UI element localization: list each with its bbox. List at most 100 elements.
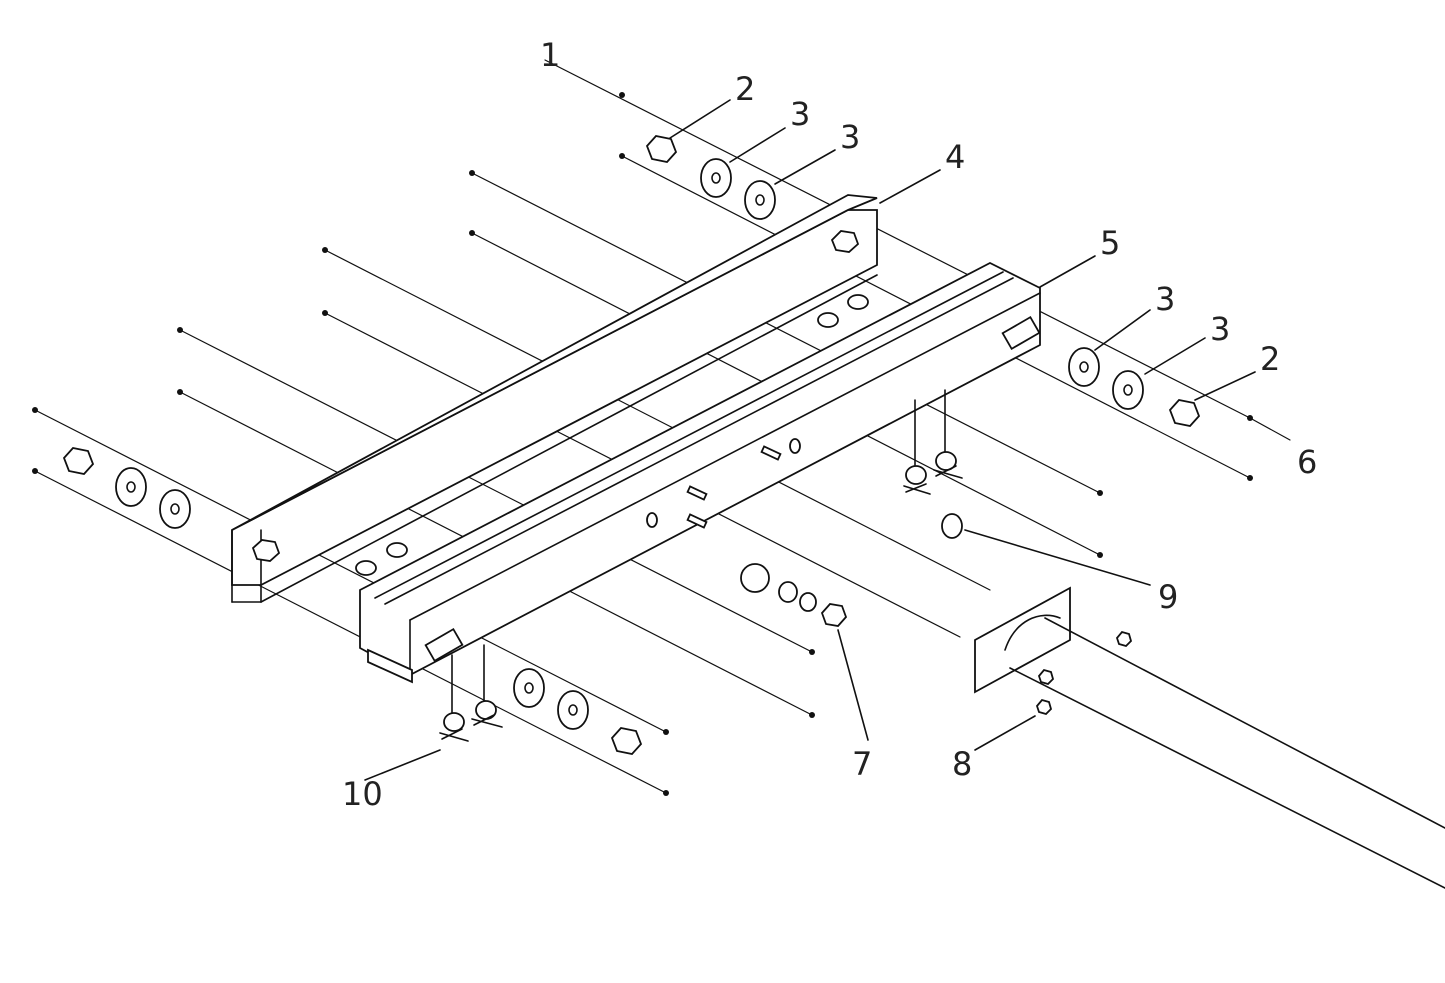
- callout-3: 3: [1155, 280, 1175, 318]
- hardware-upper-stack: [645, 135, 776, 220]
- bolt-end-dot: [32, 468, 38, 474]
- assembly-centerlines: [34, 59, 1291, 794]
- small-pin: [686, 513, 708, 529]
- tube-lower-edge: [1009, 667, 1445, 889]
- small-cap: [789, 438, 801, 454]
- bolt-end-dot: [619, 153, 625, 159]
- leader-10: [364, 749, 441, 781]
- bolt-end-dot: [1097, 490, 1103, 496]
- bolt-end-dot: [663, 729, 669, 735]
- stud-left-body: [424, 627, 464, 663]
- washer-hole: [755, 194, 765, 206]
- plate-top-edge: [231, 194, 878, 531]
- bushing: [740, 563, 770, 593]
- tube-assembly: [974, 586, 1445, 889]
- washer-3: [1112, 370, 1144, 410]
- small-pin: [760, 445, 782, 461]
- tube-flange: [974, 586, 1071, 694]
- bolt-end-dot: [177, 389, 183, 395]
- callout-7: 7: [852, 745, 872, 783]
- plate-hex-nut-left: [251, 539, 281, 562]
- wing-clamp-ears: [439, 728, 469, 742]
- channel-rim-1: [374, 271, 1004, 599]
- bolt-end-dot: [469, 230, 475, 236]
- lock-nut: [817, 312, 839, 328]
- hardware-lower-stack: [513, 668, 643, 755]
- washer-hole: [126, 481, 136, 493]
- callout-5: 5: [1100, 224, 1120, 262]
- bushing-ring: [778, 581, 798, 603]
- washer: [115, 467, 147, 507]
- mounting-plate: [231, 194, 878, 603]
- washer-hole: [524, 682, 534, 694]
- channel-rim-3: [409, 292, 1041, 621]
- wing-clamp: [905, 465, 927, 485]
- bolt-end-dot: [1247, 475, 1253, 481]
- washer-3: [744, 180, 776, 220]
- plate-hex-nut-right: [830, 230, 860, 253]
- stud-right: [1001, 315, 1041, 351]
- washer-hole: [170, 503, 180, 515]
- wing-clamp: [443, 712, 465, 732]
- callout-10: 10: [342, 775, 383, 813]
- bolt-end-dot: [322, 310, 328, 316]
- leader-2b: [1194, 371, 1256, 401]
- lock-nut: [847, 294, 869, 310]
- small-pin: [686, 485, 708, 501]
- lock-nut: [355, 560, 377, 576]
- flange-nut-8: [1037, 668, 1055, 686]
- washer: [513, 668, 545, 708]
- centerline-9: [34, 409, 667, 733]
- callout-8: 8: [952, 745, 972, 783]
- small-cap: [646, 512, 658, 528]
- leader-7: [837, 629, 869, 741]
- wing-clamp: [935, 451, 957, 471]
- callout-labels: 1 2 3 3 4 5 3 3 2 6 9 7 8 10: [342, 36, 1317, 813]
- callout-1: 1: [540, 36, 560, 74]
- bolt-end-dot: [1247, 415, 1253, 421]
- bolt-end-dot: [809, 712, 815, 718]
- tube-upper-edge: [1044, 617, 1445, 829]
- hardware-right-stack: [1068, 347, 1201, 427]
- callout-6: 6: [1297, 443, 1317, 481]
- hardware-left-stack: [62, 447, 191, 529]
- centerline-10: [34, 470, 667, 794]
- bolt-end-dot: [619, 92, 625, 98]
- leader-2a: [669, 99, 731, 139]
- washer: [557, 690, 589, 730]
- callout-2: 2: [1260, 340, 1280, 378]
- leader-5: [1039, 255, 1096, 288]
- bolt-end-dots: [32, 92, 1253, 796]
- lock-nut: [386, 542, 408, 558]
- wing-clamps: [439, 389, 963, 742]
- callout-3: 3: [1210, 310, 1230, 348]
- leader-lines: [364, 99, 1256, 781]
- centerline-3: [471, 172, 1101, 494]
- hex-nut-2: [1168, 399, 1201, 427]
- tube-opening-arc: [1004, 614, 1061, 651]
- leader-3a: [729, 127, 786, 163]
- bolt-end-dot: [469, 170, 475, 176]
- washer-3: [1068, 347, 1100, 387]
- centerline-top-1-tail: [1249, 417, 1291, 441]
- bolt-end-dot: [809, 649, 815, 655]
- flange-nut-8: [1035, 698, 1053, 716]
- bushing-nut: [820, 603, 848, 627]
- bolt-end-dot: [322, 247, 328, 253]
- channel-rim-2: [384, 277, 1014, 605]
- hex-nut-2: [645, 135, 678, 163]
- cap-parts: [646, 438, 963, 539]
- bushing-group: [740, 563, 848, 627]
- washer-hole: [711, 172, 721, 184]
- callout-3: 3: [790, 95, 810, 133]
- washer-hole: [1123, 384, 1133, 396]
- callout-2: 2: [735, 70, 755, 108]
- callout-4: 4: [945, 138, 965, 176]
- plate-lower-edge: [260, 274, 878, 603]
- leader-4: [879, 169, 941, 204]
- callout-9: 9: [1158, 578, 1178, 616]
- washer-hole: [1079, 361, 1089, 373]
- centerline-top-1: [544, 59, 1251, 419]
- washer-hole: [568, 704, 578, 716]
